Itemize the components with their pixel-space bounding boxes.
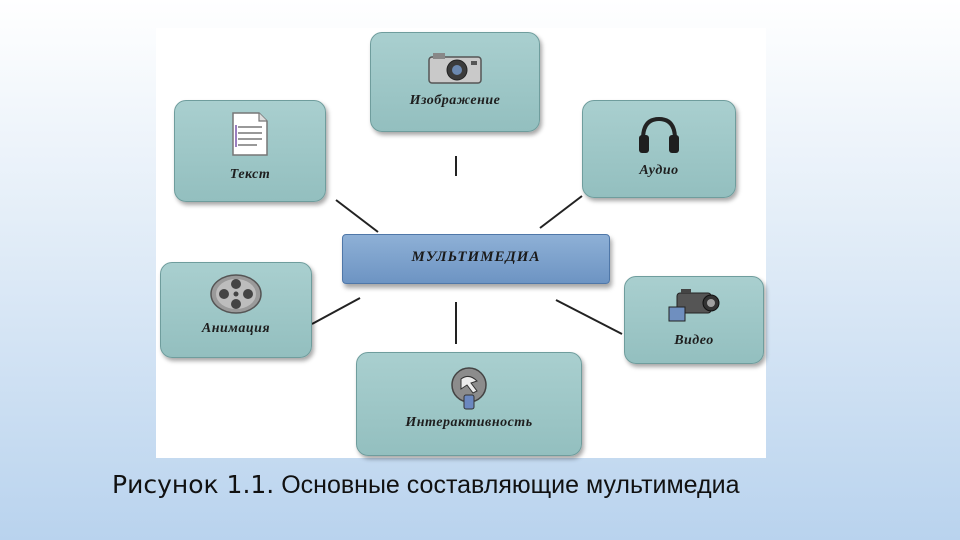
- node-text: Текст: [174, 100, 326, 202]
- node-video: Видео: [624, 276, 764, 364]
- center-node: МУЛЬТИМЕДИА: [342, 234, 610, 284]
- connector-animation: [311, 297, 361, 325]
- film-reel-icon: [209, 273, 263, 320]
- connector-audio: [539, 195, 583, 229]
- document-icon: [229, 111, 271, 162]
- connector-video: [555, 299, 623, 335]
- node-video-label: Видео: [674, 333, 714, 348]
- node-text-label: Текст: [229, 167, 271, 182]
- node-image-label: Изображение: [409, 93, 501, 108]
- caption-text: Основные составляющие мультимедиа: [274, 471, 740, 499]
- node-audio-label: Аудио: [639, 163, 679, 178]
- connector-lines: [311, 156, 623, 344]
- node-interactivity-label: Интерактивность: [405, 415, 533, 430]
- diagram-figure: Изображение Текст: [156, 28, 766, 458]
- caption-lead: Рисунок 1.1.: [112, 470, 275, 499]
- node-image: Изображение: [370, 32, 540, 132]
- pointer-icon: [447, 365, 491, 416]
- connector-text: [335, 199, 379, 233]
- node-animation-label: Анимация: [201, 321, 271, 336]
- camera-icon: [427, 51, 483, 90]
- node-animation: Анимация: [160, 262, 312, 358]
- node-audio: Аудио: [582, 100, 736, 198]
- figure-caption: Рисунок 1.1. Основные составляющие мульт…: [112, 470, 740, 500]
- video-camera-icon: [667, 287, 721, 330]
- headphones-icon: [637, 115, 681, 160]
- center-node-label: МУЛЬТИМЕДИА: [411, 249, 541, 265]
- node-interactivity: Интерактивность: [356, 352, 582, 456]
